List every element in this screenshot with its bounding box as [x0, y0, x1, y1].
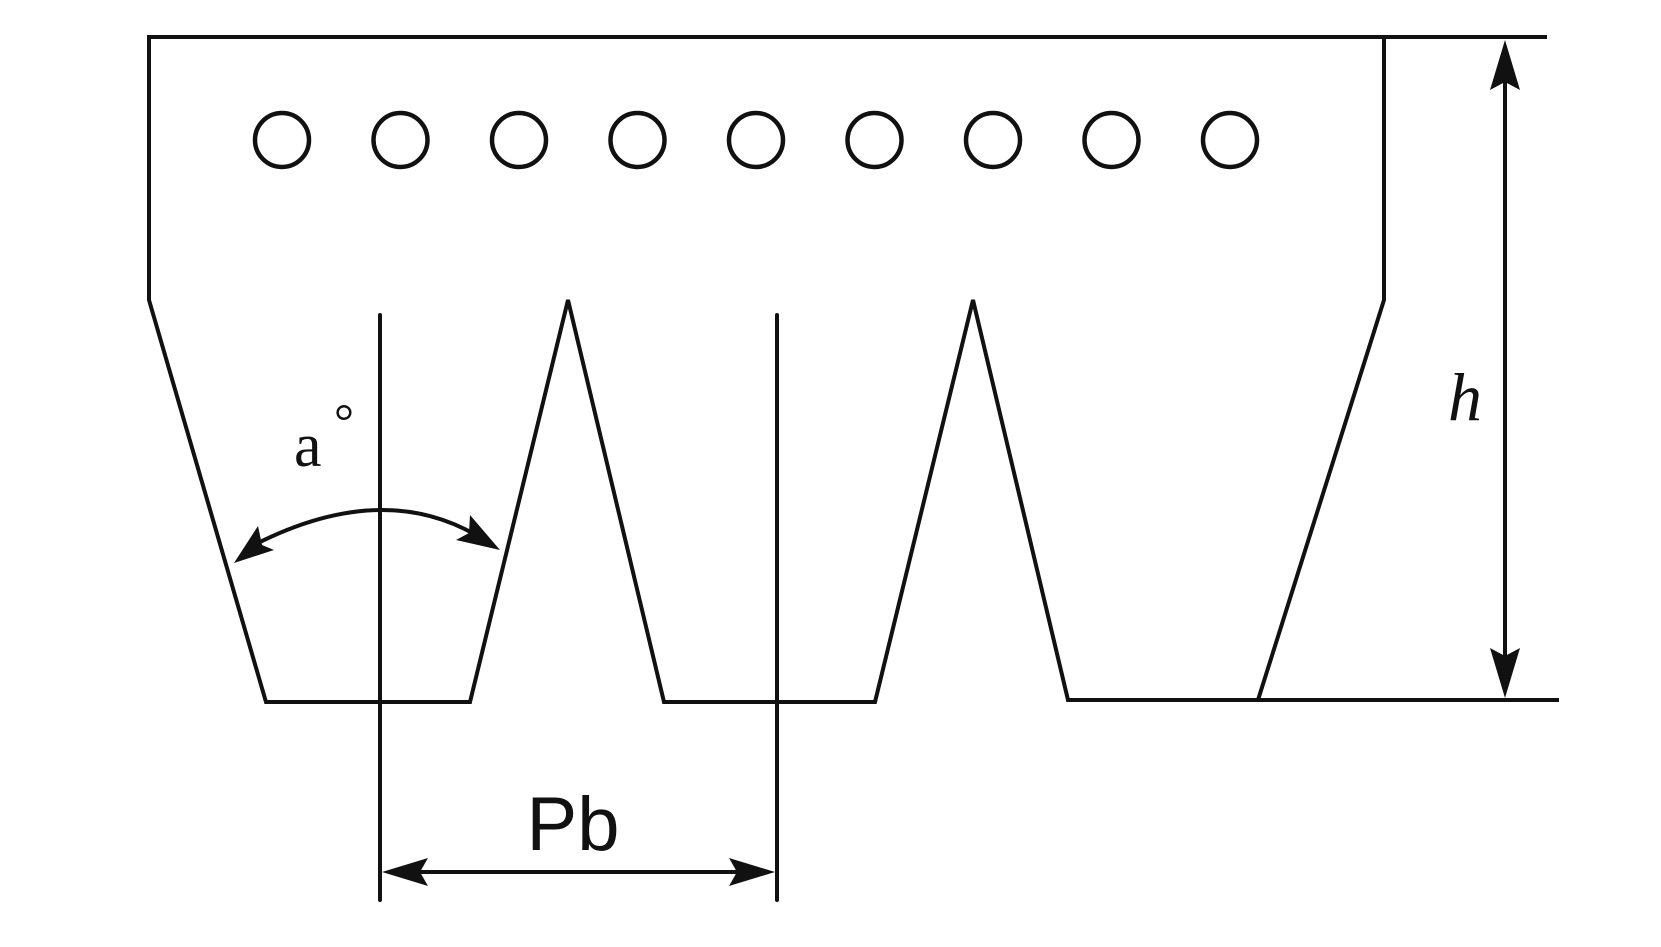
pitch-arrow-left: [382, 858, 428, 886]
pitch-label: Pb: [527, 782, 620, 867]
angle-label: a: [294, 412, 322, 480]
height-arrow-top: [1490, 40, 1520, 90]
tension-cord: [1200, 110, 1260, 170]
tension-cord: [489, 110, 549, 170]
angle-arc: [250, 508, 478, 548]
pitch-arrow-right: [729, 858, 775, 886]
tension-cord: [1082, 110, 1141, 170]
tension-cord: [371, 110, 430, 170]
tension-cords: [252, 110, 1260, 170]
belt-outline: [147, 35, 1547, 704]
tension-cord: [963, 110, 1023, 170]
tension-cord: [252, 110, 312, 170]
height-arrow-bottom: [1490, 648, 1520, 698]
tension-cord: [608, 110, 667, 170]
angle-degree-symbol: °: [334, 393, 354, 449]
height-label: h: [1448, 359, 1482, 435]
angle-arrow-left: [234, 526, 274, 563]
angle-arrow-right: [456, 515, 500, 550]
tension-cord: [845, 110, 904, 170]
tension-cord: [726, 110, 786, 170]
